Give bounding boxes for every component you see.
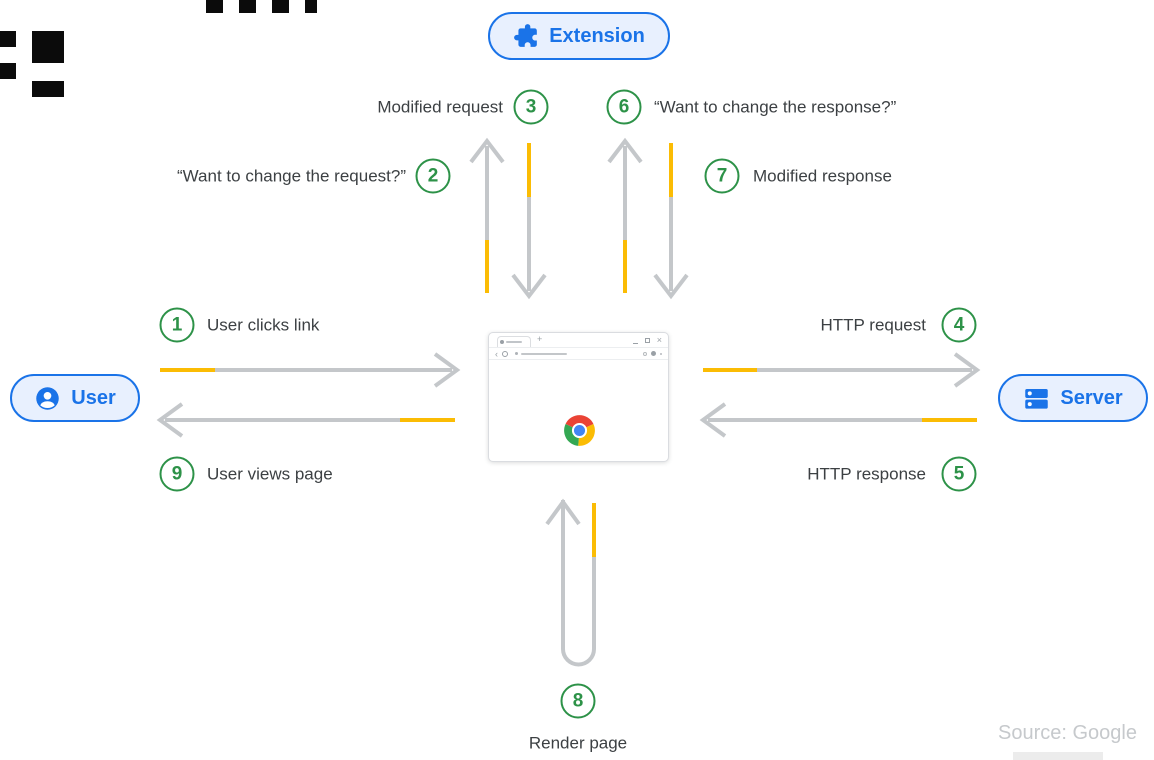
step-circle-1: 1 — [159, 307, 195, 343]
faint-watermark-bar — [1013, 752, 1103, 760]
favicon-dot — [500, 340, 504, 344]
step-label-want-change-response: “Want to change the response?” — [654, 97, 897, 117]
account-circle-icon — [34, 385, 61, 412]
step-label-modified-response: Modified response — [753, 166, 892, 186]
glitch-artifact — [32, 31, 64, 63]
profile-avatar-icon — [651, 351, 656, 356]
user-badge-label: User — [71, 386, 116, 409]
arrow-response-up — [607, 137, 643, 293]
arrow-render-page — [545, 498, 596, 667]
browser-viewport — [489, 360, 668, 460]
puzzle-icon — [513, 23, 539, 49]
arrow-server-to-browser — [699, 402, 977, 438]
browser-tab — [497, 336, 531, 347]
lock-icon — [515, 352, 518, 355]
new-tab-icon: + — [537, 334, 543, 344]
close-icon: × — [656, 335, 662, 345]
glitch-artifact — [206, 0, 223, 13]
arrow-user-to-browser — [160, 352, 461, 388]
arrow-browser-to-server — [703, 352, 981, 388]
maximize-icon — [644, 337, 650, 343]
chrome-logo-icon — [564, 415, 595, 446]
menu-icon — [660, 352, 662, 355]
minimize-icon — [632, 343, 638, 344]
glitch-artifact — [272, 0, 289, 13]
step-circle-8: 8 — [560, 683, 596, 719]
url-field — [515, 352, 567, 355]
step-label-want-change-request: “Want to change the request?” — [176, 166, 406, 186]
step-label-modified-request: Modified request — [377, 97, 503, 117]
arrow-response-down — [653, 143, 689, 300]
step-circle-4: 4 — [941, 307, 977, 343]
server-badge-label: Server — [1060, 386, 1123, 409]
url-placeholder — [521, 352, 567, 355]
glitch-artifact — [305, 0, 317, 13]
step-circle-9: 9 — [159, 456, 195, 492]
browser-tab-bar: + × — [489, 333, 668, 347]
step-label-user-views-page: User views page — [207, 464, 333, 484]
step-label-user-clicks-link: User clicks link — [207, 315, 320, 335]
step-circle-6: 6 — [606, 89, 642, 125]
browser-address-bar: ‹ — [489, 347, 668, 360]
refresh-icon — [502, 350, 508, 357]
step-label-http-request: HTTP request — [820, 315, 926, 335]
glitch-artifact — [0, 31, 16, 47]
glitch-artifact — [32, 81, 64, 97]
back-icon: ‹ — [495, 348, 498, 359]
step-circle-2: 2 — [415, 158, 451, 194]
step-circle-7: 7 — [704, 158, 740, 194]
server-icon — [1023, 385, 1050, 412]
arrow-request-up — [469, 137, 505, 293]
extension-badge-label: Extension — [549, 24, 645, 47]
tab-title-placeholder — [506, 341, 522, 343]
step-circle-5: 5 — [941, 456, 977, 492]
extension-badge: Extension — [488, 12, 670, 60]
arrow-browser-to-user — [156, 402, 455, 438]
source-credit: Source: Google — [998, 722, 1137, 744]
browser-window: + × ‹ — [488, 332, 669, 462]
step-label-http-response: HTTP response — [807, 464, 926, 484]
user-badge: User — [10, 374, 140, 422]
step-label-render-page: Render page — [528, 733, 628, 753]
glitch-artifact — [0, 63, 16, 79]
step-circle-3: 3 — [513, 89, 549, 125]
window-controls: × — [632, 335, 662, 345]
arrow-request-down — [511, 143, 547, 300]
glitch-artifact — [239, 0, 256, 13]
server-badge: Server — [998, 374, 1148, 422]
bookmark-star-icon — [643, 351, 647, 356]
